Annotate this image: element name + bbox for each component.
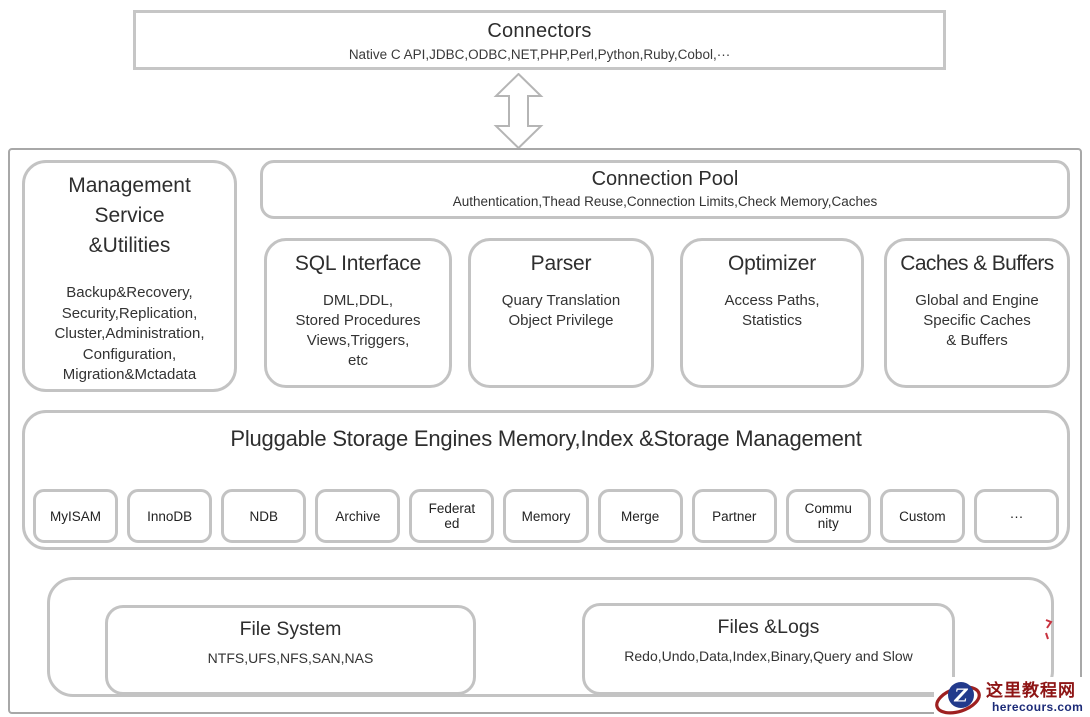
management-title-line: Service — [94, 204, 165, 227]
watermark: Z 这里教程网 herecours.com — [934, 677, 1090, 717]
file-storage-section: File System NTFS,UFS,NFS,SAN,NAS Files &… — [47, 577, 1054, 697]
optimizer-box: Optimizer Access Paths, Statistics — [680, 238, 864, 388]
management-services-box: Management Service &Utilities Backup&Rec… — [22, 160, 237, 392]
connection-pool-title: Connection Pool — [591, 168, 739, 190]
management-body-line: Backup&Recovery, — [66, 284, 193, 301]
management-body: Backup&Recovery, Security,Replication, C… — [25, 283, 234, 386]
files-logs-title: Files &Logs — [717, 616, 820, 638]
sql-interface-title: SQL Interface — [294, 252, 422, 275]
connectors-subtitle: Native C API,JDBC,ODBC,NET,PHP,Perl,Pyth… — [348, 47, 731, 62]
file-system-subtitle: NTFS,UFS,NFS,SAN,NAS — [207, 650, 374, 666]
connectors-title: Connectors — [487, 20, 592, 42]
caches-buffers-title: Caches & Buffers — [900, 252, 1054, 275]
watermark-text: 这里教程网 herecours.com — [986, 681, 1083, 714]
engine-archive: Archive — [315, 489, 401, 543]
management-title: Management Service &Utilities — [25, 171, 234, 261]
watermark-logo-icon: Z — [935, 682, 981, 715]
engine-custom: Custom — [879, 489, 965, 543]
engine-memory: Memory — [503, 489, 589, 543]
storage-engines-row: MyISAM InnoDB NDB Archive Federat ed Mem… — [33, 489, 1060, 543]
engine-federated: Federat ed — [409, 489, 495, 543]
parser-box: Parser Quary Translation Object Privileg… — [468, 238, 654, 388]
parser-title: Parser — [530, 252, 592, 275]
engine-partner: Partner — [691, 489, 777, 543]
management-body-line: Security,Replication, — [61, 304, 198, 322]
pluggable-storage-engines-box: Pluggable Storage Engines Memory,Index &… — [22, 410, 1070, 550]
sql-interface-box: SQL Interface DML,DDL, Stored Procedures… — [264, 238, 452, 388]
sql-interface-body: DML,DDL, Stored Procedures Views,Trigger… — [295, 292, 421, 369]
caches-buffers-body: Global and Engine Specific Caches & Buff… — [915, 292, 1039, 349]
parser-body: Quary Translation Object Privilege — [501, 292, 621, 329]
management-body-line: Configuration, — [82, 345, 177, 363]
connection-pool-subtitle: Authentication,Thead Reuse,Connection Li… — [452, 194, 878, 209]
svg-text:Z: Z — [953, 686, 968, 707]
storage-engines-title: Pluggable Storage Engines Memory,Index &… — [230, 426, 862, 451]
engine-myisam: MyISAM — [33, 489, 119, 543]
connection-pool-box: Connection Pool Authentication,Thead Reu… — [260, 160, 1070, 219]
management-body-line: Migration&Mctadata — [62, 366, 197, 383]
engine-community: Commu nity — [785, 489, 871, 543]
watermark-site-name: 这里教程网 — [986, 680, 1076, 700]
mysql-server-container: Management Service &Utilities Backup&Rec… — [8, 148, 1082, 714]
optimizer-body: Access Paths, Statistics — [724, 292, 820, 329]
engine-merge: Merge — [597, 489, 683, 543]
watermark-site-url: herecours.com — [992, 699, 1084, 714]
engine-ndb: NDB — [221, 489, 307, 543]
management-body-line: Cluster,Administration, — [54, 325, 205, 342]
optimizer-title: Optimizer — [727, 252, 817, 275]
file-system-title: File System — [239, 618, 342, 640]
bidirectional-arrow-icon — [493, 73, 544, 149]
engine-ellipsis: ··· — [973, 489, 1060, 543]
connectors-box: Connectors Native C API,JDBC,ODBC,NET,PH… — [133, 10, 946, 70]
management-title-line: Management — [68, 174, 191, 197]
files-logs-subtitle: Redo,Undo,Data,Index,Binary,Query and Sl… — [624, 648, 913, 664]
red-artifact-mark — [1045, 619, 1053, 640]
files-logs-box: Files &Logs Redo,Undo,Data,Index,Binary,… — [582, 603, 955, 695]
file-system-box: File System NTFS,UFS,NFS,SAN,NAS — [105, 605, 476, 695]
caches-buffers-box: Caches & Buffers Global and Engine Speci… — [884, 238, 1070, 388]
management-title-line: &Utilities — [88, 234, 171, 257]
engine-innodb: InnoDB — [127, 489, 213, 543]
